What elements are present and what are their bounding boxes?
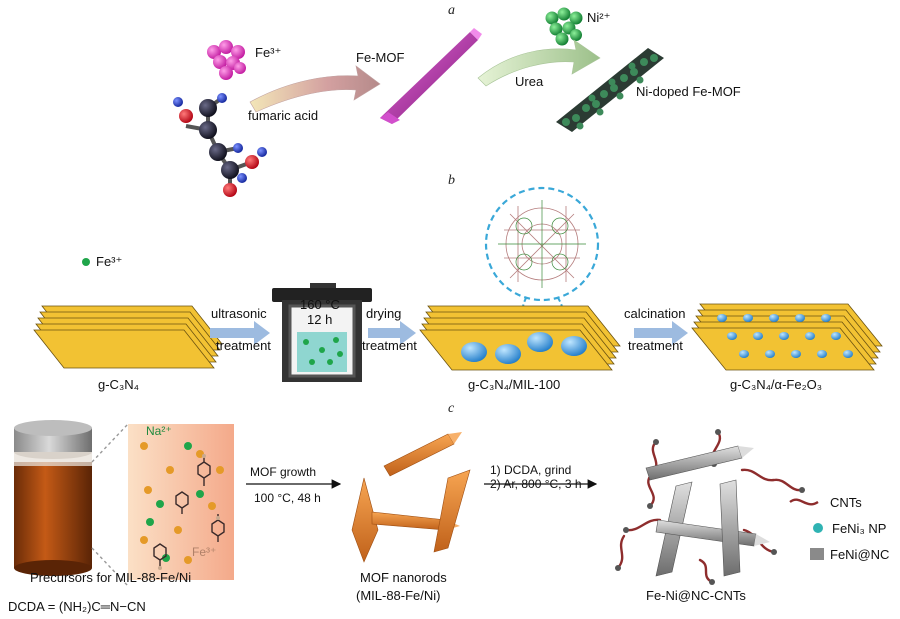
g-c3n4-sheets-icon xyxy=(33,305,223,369)
nanorods-label-2: (MIL-88-Fe/Ni) xyxy=(356,588,441,603)
precursor-label: Precursors for MIL-88-Fe/Ni xyxy=(30,570,191,585)
panel-b: b Fe³⁺ g-C₃N₄ ultrasonic treatment xyxy=(33,173,883,392)
g-c3n4-fe2o3-label: g-C₃N₄/α-Fe₂O₃ xyxy=(730,377,822,392)
panel-b-letter: b xyxy=(448,173,455,188)
g-c3n4-label: g-C₃N₄ xyxy=(98,377,139,392)
legend-cnts: CNTs xyxy=(830,495,862,510)
mil-100-structure-zoom xyxy=(484,186,600,323)
legend-np: FeNi₃ NP xyxy=(832,521,886,536)
ni-ion-label: Ni²⁺ xyxy=(587,10,610,25)
product-label: Fe-Ni@NC-CNTs xyxy=(646,588,746,603)
cnt-legend-icon xyxy=(789,498,819,506)
fe-ion-label-c: Fe³⁺ xyxy=(192,545,216,559)
panel-a: a Fe³⁺ xyxy=(173,3,741,197)
reaction-arrow-icon xyxy=(249,65,381,113)
autoclave-time: 12 h xyxy=(307,312,332,327)
legend-nc: FeNi@NC xyxy=(830,547,889,562)
fe-ion-label: Fe³⁺ xyxy=(255,45,281,60)
precursor-vial-icon xyxy=(14,420,92,576)
panel-c-letter: c xyxy=(448,401,455,416)
step3-line1: calcination xyxy=(624,306,685,321)
fe-mof-crystal-icon xyxy=(380,28,482,124)
process-arrow-icon xyxy=(634,321,688,345)
ni-doped-fe-mof-label: Ni-doped Fe-MOF xyxy=(636,84,741,99)
step3-line2: treatment xyxy=(628,338,683,353)
autoclave-temp: 160 °C xyxy=(300,297,340,312)
na-ion-label: Na²⁺ xyxy=(146,424,172,438)
step1-line2: treatment xyxy=(216,338,271,353)
fe2o3-nanoparticles-icon xyxy=(717,314,853,358)
fe-ni-nc-cnts-icon xyxy=(615,429,805,585)
fe-ion-dot-icon xyxy=(82,258,90,266)
zoom-guide-lines xyxy=(91,423,129,587)
mof-nanorods-icon xyxy=(351,432,471,563)
fumaric-acid-label: fumaric acid xyxy=(248,108,318,123)
g-c3n4-fe2o3-sheets-icon xyxy=(691,303,883,371)
g-c3n4-mil-100-sheets-icon xyxy=(419,305,621,371)
dcda-definition: DCDA = (NH₂)C═N−CN xyxy=(8,599,146,614)
panel-c: c xyxy=(8,401,889,614)
ni-ion-cluster-icon xyxy=(545,7,583,46)
fe-ion-label-b: Fe³⁺ xyxy=(96,254,122,269)
step2-line2: treatment xyxy=(362,338,417,353)
pyrolysis-step-1: 1) DCDA, grind xyxy=(490,463,571,477)
ni-doped-fe-mof-icon xyxy=(556,48,664,132)
reaction-arrow-icon xyxy=(477,39,601,87)
urea-label: Urea xyxy=(515,74,544,89)
step2-line1: drying xyxy=(366,306,401,321)
fumaric-acid-molecule-icon xyxy=(173,93,267,197)
nc-legend-icon xyxy=(810,548,824,560)
mil-100-beads-icon xyxy=(461,332,587,364)
pyrolysis-step-2: 2) Ar, 800 °C, 3 h xyxy=(490,477,582,491)
legend: CNTs FeNi₃ NP FeNi@NC xyxy=(789,495,889,562)
precursor-solution-zoom xyxy=(128,424,234,580)
growth-condition: 100 °C, 48 h xyxy=(254,491,321,505)
process-arrow-icon xyxy=(368,321,416,345)
growth-label: MOF growth xyxy=(250,465,316,479)
np-legend-icon xyxy=(813,523,823,533)
g-c3n4-mil-100-label: g-C₃N₄/MIL-100 xyxy=(468,377,560,392)
nanorods-label-1: MOF nanorods xyxy=(360,570,447,585)
fe-mof-label: Fe-MOF xyxy=(356,50,404,65)
panel-a-letter: a xyxy=(448,3,455,18)
process-arrow-icon xyxy=(210,321,270,345)
step1-line1: ultrasonic xyxy=(211,306,267,321)
fe-ion-cluster-icon xyxy=(207,40,246,80)
autoclave-icon xyxy=(272,283,372,382)
